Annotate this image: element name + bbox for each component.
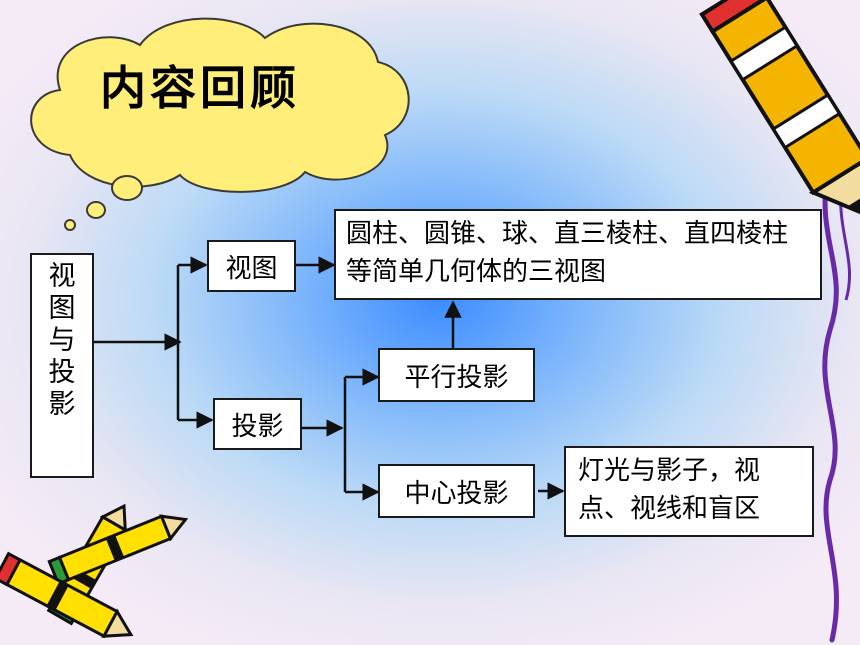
node-view-detail: 圆柱、圆锥、球、直三棱柱、直四棱柱等简单几何体的三视图 [334,209,822,300]
node-projection: 投影 [213,398,302,450]
squiggle-decoration [822,167,839,643]
pencil-icon [47,514,189,586]
page-title: 内容回顾 [100,61,300,115]
node-projection-label: 投影 [231,411,284,442]
node-parallel-label: 平行投影 [404,362,509,393]
node-central-detail: 灯光与影子，视点、视线和盲区 [564,446,814,537]
pencil-icon [699,0,860,217]
node-central-label: 中心投影 [404,478,509,509]
node-view: 视图 [207,240,296,292]
node-parallel: 平行投影 [378,348,535,402]
node-central: 中心投影 [378,464,535,518]
node-root: 视图与投影 [30,253,94,478]
node-view-detail-label: 圆柱、圆锥、球、直三棱柱、直四棱柱等简单几何体的三视图 [346,219,789,287]
node-central-detail-label: 灯光与影子，视点、视线和盲区 [578,456,761,524]
node-root-label: 视图与投影 [48,261,76,420]
node-view-label: 视图 [225,253,278,284]
pencil-icon [0,551,134,639]
thought-cloud [30,17,410,231]
